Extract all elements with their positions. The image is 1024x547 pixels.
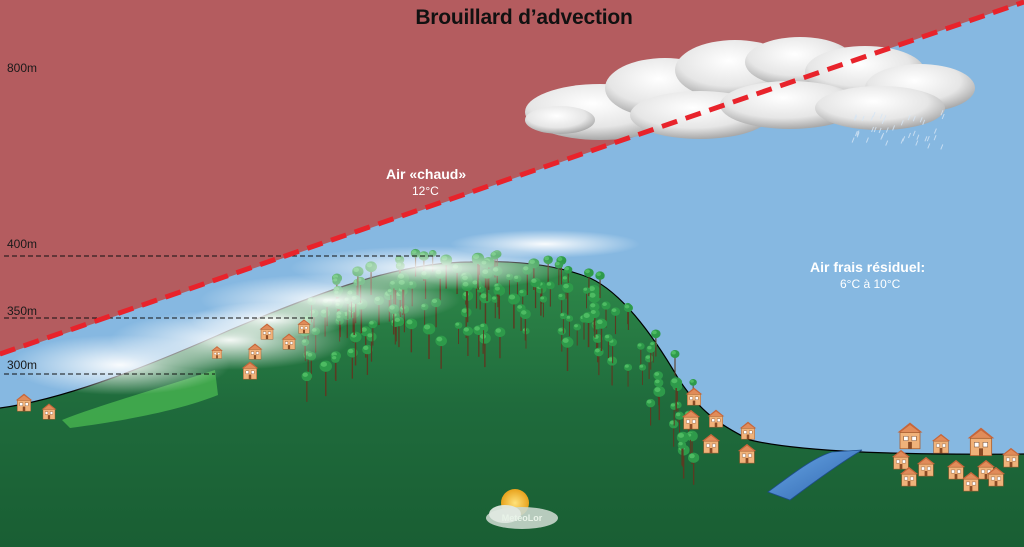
warm-air-label: Air «chaud» (386, 166, 467, 182)
altitude-label-300: 300m (7, 358, 38, 372)
svg-text:MeteoLor: MeteoLor (502, 513, 543, 523)
rain-streaks (851, 110, 945, 150)
inversion-line (0, 0, 1024, 357)
diagram-title: Brouillard d’advection (415, 6, 633, 29)
river-icon (767, 449, 863, 501)
fog-bank (10, 230, 640, 395)
altitude-label-400: 400m (7, 237, 38, 251)
cool-air-temperature: 6°C à 10°C (840, 277, 901, 291)
meteolor-logo: MeteoLor (486, 489, 558, 529)
cool-air-label: Air frais résiduel: (810, 259, 926, 275)
warm-air-temperature: 12°C (412, 184, 439, 198)
altitude-label-800: 800m (7, 61, 38, 75)
altitude-label-350: 350m (7, 304, 38, 318)
